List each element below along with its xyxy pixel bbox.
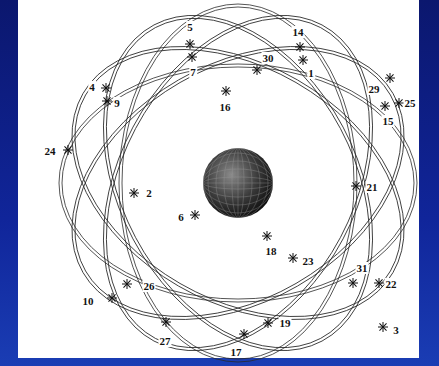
star-spoke	[386, 74, 393, 81]
satellite-star	[380, 101, 390, 111]
satellite-star	[378, 322, 388, 332]
star-spoke	[379, 323, 386, 330]
satellite-number: 23	[302, 255, 315, 267]
satellite-star	[101, 83, 111, 93]
star-spoke	[103, 97, 110, 104]
star-spoke	[108, 294, 115, 301]
orbit-ring	[23, 0, 439, 366]
white-panel	[18, 0, 419, 358]
star-spoke	[222, 87, 229, 94]
star-spoke	[130, 189, 137, 196]
star-spoke	[253, 66, 260, 73]
orbit-ring	[23, 0, 439, 366]
satellite-number: 5	[186, 21, 194, 33]
earth-globe	[200, 145, 276, 221]
satellite-star	[187, 52, 197, 62]
satellite-star	[385, 73, 395, 83]
orbit-ring	[59, 64, 417, 302]
star-spoke	[381, 102, 388, 109]
star-spoke	[289, 254, 296, 261]
orbit-ring	[119, 4, 357, 362]
satellite-number: 31	[356, 262, 369, 274]
satellite-number: 21	[366, 181, 379, 193]
satellite-star	[295, 42, 305, 52]
star-spoke	[299, 56, 306, 63]
satellite-star	[348, 278, 358, 288]
satellite-number: 29	[368, 83, 381, 95]
orbit-ring	[62, 67, 414, 299]
star-spoke	[395, 99, 402, 106]
satellite-star	[63, 145, 73, 155]
satellite-star	[262, 231, 272, 241]
satellite-star	[351, 181, 361, 191]
satellite-star	[190, 210, 200, 220]
orbit-ring	[53, 0, 423, 366]
satellite-number: 25	[404, 97, 417, 109]
satellite-star	[122, 279, 132, 289]
satellite-number: 10	[82, 295, 95, 307]
satellite-number: 22	[385, 278, 398, 290]
satellite-number: 7	[189, 66, 197, 78]
star-spoke	[263, 232, 270, 239]
satellite-number: 27	[159, 335, 172, 347]
satellite-number: 18	[265, 245, 278, 257]
star-spoke	[186, 40, 193, 47]
satellite-star	[374, 278, 384, 288]
orbit-ring	[28, 0, 439, 366]
satellite-number: 16	[219, 101, 232, 113]
star-spoke	[191, 211, 198, 218]
satellite-number: 24	[44, 145, 57, 157]
orbit-ring	[122, 7, 354, 359]
satellite-star	[394, 98, 404, 108]
satellite-number: 4	[88, 81, 96, 93]
star-spoke	[188, 53, 195, 60]
satellite-number: 17	[230, 346, 243, 358]
satellite-star	[239, 329, 249, 339]
satellite-number: 30	[262, 52, 275, 64]
star-spoke	[264, 319, 271, 326]
satellite-number: 6	[177, 211, 185, 223]
satellite-number: 14	[292, 26, 305, 38]
satellite-star	[288, 253, 298, 263]
orbit-ring	[28, 0, 439, 366]
satellite-markers	[63, 39, 404, 339]
star-spoke	[375, 279, 382, 286]
star-spoke	[64, 146, 71, 153]
satellite-star	[185, 39, 195, 49]
satellite-star	[263, 318, 273, 328]
satellite-star	[221, 86, 231, 96]
star-spoke	[349, 279, 356, 286]
satellite-number: 26	[143, 280, 156, 292]
star-spoke	[296, 43, 303, 50]
star-spoke	[240, 330, 247, 337]
satellite-number: 15	[382, 115, 395, 127]
orbit-ellipses	[23, 0, 439, 366]
satellite-number: 19	[279, 317, 292, 329]
satellite-star	[298, 55, 308, 65]
star-spoke	[102, 84, 109, 91]
satellite-star	[102, 96, 112, 106]
satellite-number: 1	[307, 67, 315, 79]
satellite-star	[252, 65, 262, 75]
orbit-ring	[49, 0, 427, 366]
satellite-number: 9	[113, 97, 121, 109]
satellite-number: 2	[145, 187, 153, 199]
star-spoke	[162, 318, 169, 325]
satellite-star	[107, 293, 117, 303]
star-spoke	[123, 280, 130, 287]
satellite-star	[161, 317, 171, 327]
satellite-star	[129, 188, 139, 198]
satellite-number: 3	[392, 324, 400, 336]
star-spoke	[352, 182, 359, 189]
